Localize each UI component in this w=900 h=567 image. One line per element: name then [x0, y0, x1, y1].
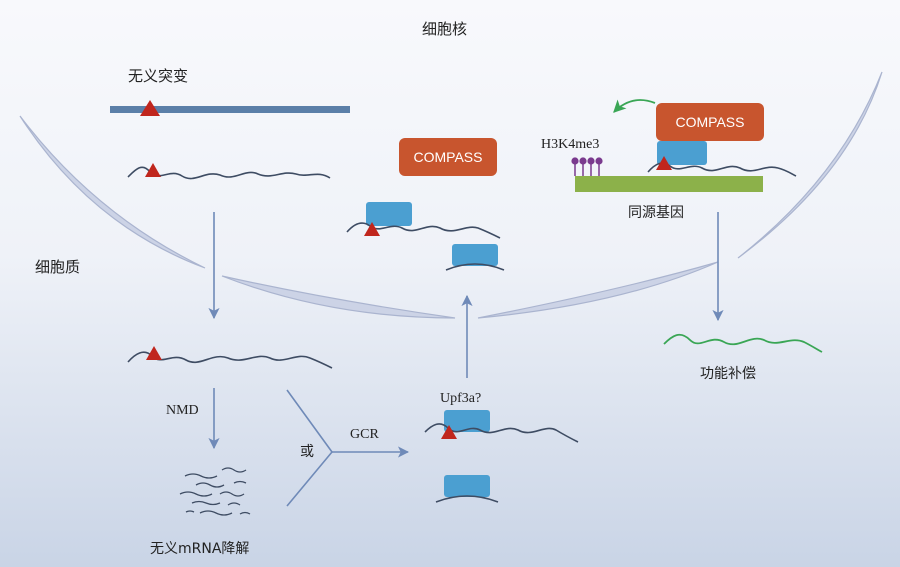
nuclear-free-upf-box [452, 244, 498, 266]
restored-mrna-strand [663, 333, 823, 353]
nmd-label: NMD [166, 403, 199, 418]
nucleus-label: 细胞核 [422, 20, 467, 38]
decay-label: 无义mRNA降解 [150, 541, 249, 557]
paralog-label: 同源基因 [628, 204, 684, 221]
paralog-upf-box [657, 141, 707, 165]
cytoplasm-label: 细胞质 [35, 258, 80, 276]
compass-box-center [399, 138, 497, 176]
free-strand [435, 495, 499, 503]
mrna-fragments [179, 467, 251, 516]
green-arrow [613, 99, 656, 113]
h3k4me3-marks [571, 157, 603, 176]
compensation-label: 功能补偿 [700, 366, 756, 382]
nuclear-center-mrna-strand [346, 222, 501, 239]
or-label: 或 [300, 444, 314, 460]
compass-right-label: COMPASS [676, 114, 745, 130]
mutation-triangle-icon [140, 100, 160, 116]
h3k4me3-label: H3K4me3 [541, 137, 599, 152]
mutation-triangle-icon [146, 346, 162, 360]
mutation-triangle-icon [441, 425, 457, 439]
compass-center-label: COMPASS [414, 149, 483, 165]
mutation-triangle-icon [656, 156, 672, 170]
mutant-gene-dna [110, 106, 350, 113]
free-upf-box [444, 475, 490, 497]
gcr-label: GCR [350, 427, 379, 442]
nuclear-free-strand [445, 263, 505, 271]
nonsense-mutation-label: 无义突变 [128, 67, 188, 85]
mutation-triangle-icon [145, 163, 161, 177]
nuclear-upf-box [366, 202, 412, 226]
mutation-triangle-icon [364, 222, 380, 236]
nuclear-membrane-left [19, 115, 206, 269]
paralog-gene-dna [575, 176, 763, 192]
upf3a-box [444, 410, 490, 432]
nuclear-membrane-middle [221, 275, 456, 319]
compass-box-right [656, 103, 764, 141]
gcr-mrna-strand [424, 423, 579, 443]
nuclear-membrane-right-upper [737, 71, 883, 259]
upf3a-label: Upf3a? [440, 391, 481, 406]
